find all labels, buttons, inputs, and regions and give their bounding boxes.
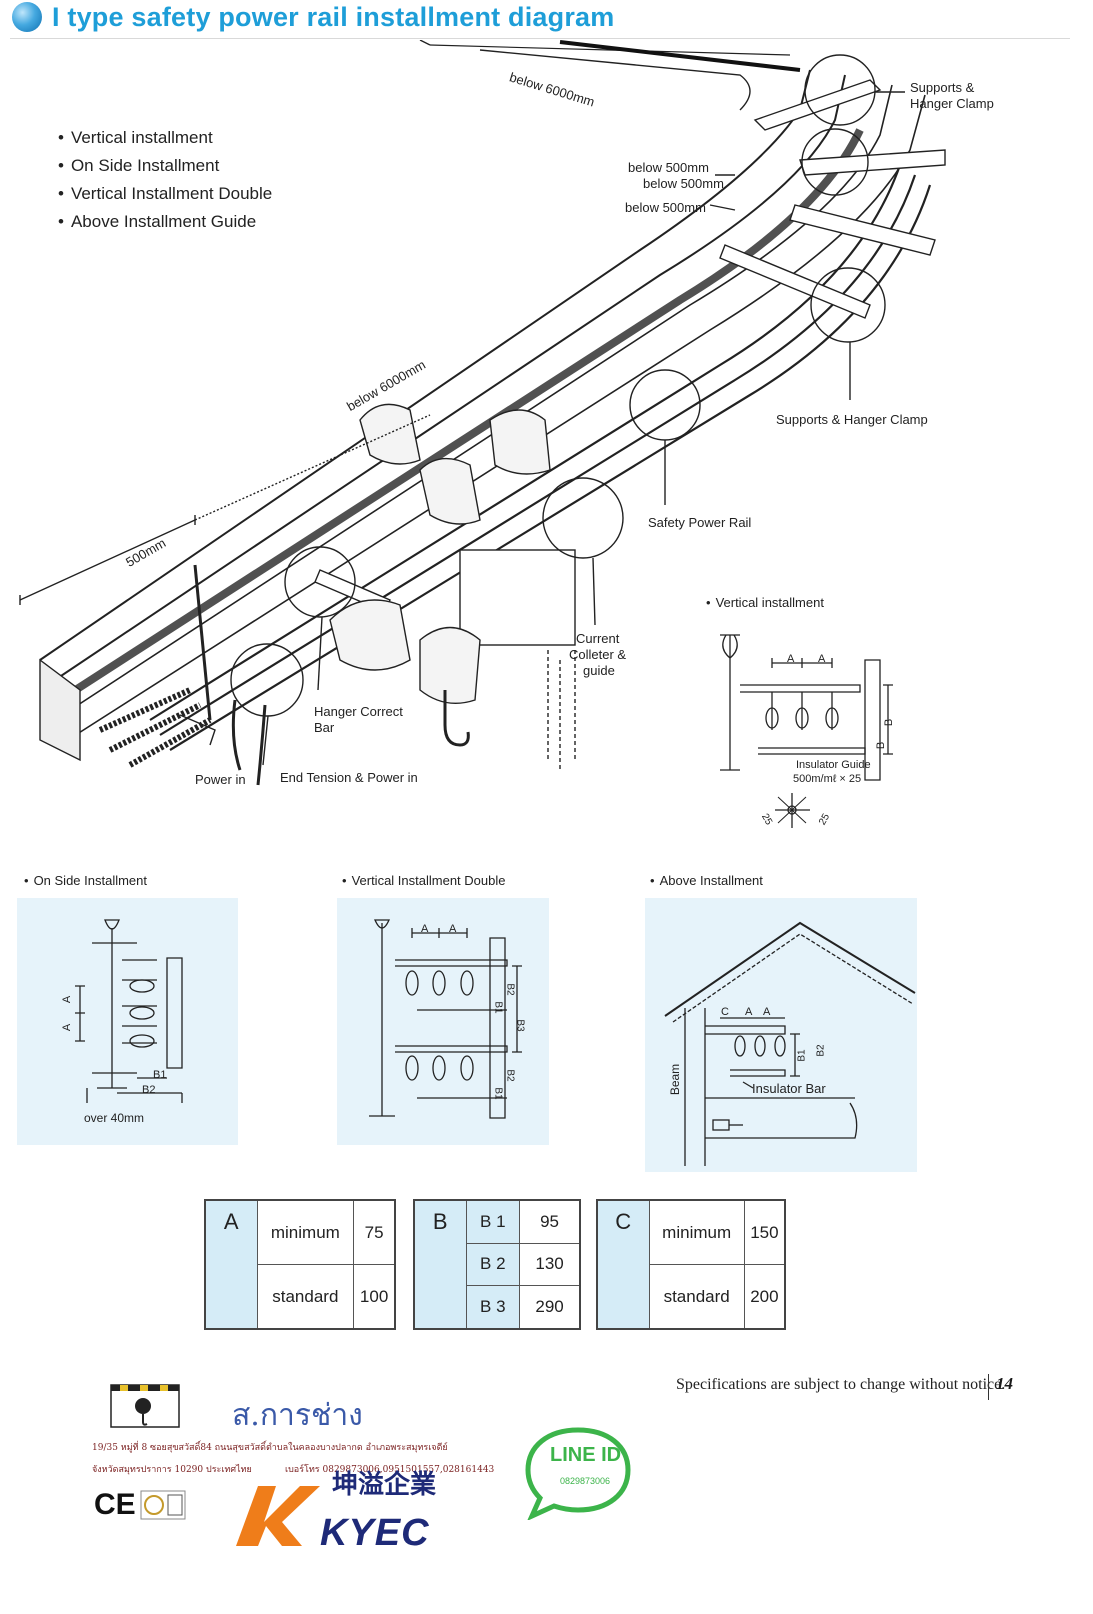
- dim-label-a: A: [787, 653, 795, 665]
- page-number: 14: [996, 1374, 1013, 1393]
- list-item: Vertical installment: [58, 124, 272, 152]
- label-supports-mid: Supports & Hanger Clamp: [776, 412, 928, 427]
- dim-label-b1: B1: [796, 1049, 808, 1062]
- certification-icon: [140, 1490, 186, 1520]
- company-logo-icon: [110, 1384, 180, 1428]
- table-key: B: [413, 1199, 467, 1330]
- dim-label-a: A: [61, 1023, 74, 1032]
- dim-label-a: A: [818, 653, 826, 665]
- table-cell: minimum: [648, 1199, 745, 1265]
- double-section-title: Vertical Installment Double: [342, 873, 506, 888]
- table-cell: B 3: [465, 1285, 521, 1330]
- title-divider: [10, 38, 1070, 39]
- above-panel: [645, 898, 917, 1172]
- line-id-bubble-icon: [525, 1427, 631, 1520]
- dim-label-a: A: [449, 923, 457, 935]
- insulator-guide-label: Insulator Guide: [796, 759, 871, 771]
- label-hanger-correct-bar: Hanger Correct: [314, 704, 403, 719]
- company-name: ส.การช่าง: [232, 1398, 363, 1433]
- beam-label: Beam: [668, 1063, 683, 1096]
- table-key: A: [204, 1199, 258, 1330]
- line-id-number: 0829873006: [560, 1476, 611, 1486]
- spec-table-a: A minimum 75 standard 100: [204, 1199, 396, 1330]
- on-side-section-title: On Side Installment: [24, 873, 147, 888]
- page-divider: [988, 1374, 989, 1400]
- kyec-chinese-name: 坤溢企業: [332, 1470, 437, 1500]
- dim-label-a: A: [763, 1006, 771, 1018]
- dim-label-b2: B2: [815, 1044, 827, 1057]
- list-item: On Side Installment: [58, 152, 272, 180]
- table-cell: B 2: [465, 1242, 521, 1287]
- dim-label-a: A: [61, 995, 74, 1004]
- kyec-brand: KYEC: [320, 1512, 430, 1554]
- table-cell: 100: [353, 1264, 396, 1330]
- list-item: Vertical Installment Double: [58, 180, 272, 208]
- label-hanger-clamp-top: Hanger Clamp: [910, 96, 994, 111]
- company-phone: เบอร์โทร 0829873006,0951501557,028161443: [285, 1465, 495, 1475]
- main-installation-diagram: [19, 40, 946, 786]
- dim-label-b1: B1: [153, 1069, 167, 1081]
- dim-label-a: A: [421, 923, 429, 935]
- label-power-in: Power in: [195, 772, 246, 787]
- dim-label-below-500: below 500mm: [625, 200, 706, 215]
- table-cell: 150: [743, 1199, 786, 1265]
- over-40mm-label: over 40mm: [84, 1111, 145, 1125]
- spec-note: Specifications are subject to change wit…: [676, 1376, 1006, 1393]
- line-id-label: LINE ID: [550, 1444, 622, 1466]
- table-cell: standard: [256, 1264, 355, 1330]
- table-cell: 290: [519, 1285, 581, 1330]
- dim-label-c: C: [721, 1006, 729, 1018]
- dim-label-b1: B1: [492, 1001, 504, 1014]
- kyec-logo-icon: [236, 1486, 320, 1546]
- dim-label-below-500: below 500mm: [643, 176, 724, 191]
- double-panel: [337, 898, 549, 1145]
- vertical-installment-drawing: [720, 634, 893, 828]
- dim-label-a: A: [745, 1006, 753, 1018]
- insulator-guide-spec: 500m/mℓ × 25: [793, 773, 862, 785]
- insulator-bar-label: Insulator Bar: [752, 1081, 826, 1096]
- ce-mark: CE: [94, 1488, 136, 1521]
- table-cell: 130: [519, 1242, 581, 1287]
- label-end-tension: End Tension & Power in: [280, 770, 418, 785]
- label-safety-power-rail: Safety Power Rail: [648, 515, 752, 530]
- on-side-panel: [17, 898, 238, 1145]
- label-supports-top: Supports &: [910, 80, 975, 95]
- table-cell: 75: [353, 1199, 396, 1265]
- table-cell: minimum: [256, 1199, 355, 1265]
- table-cell: standard: [648, 1264, 745, 1330]
- dim-label-below-500: below 500mm: [628, 160, 709, 175]
- title-bullet-icon: [12, 2, 42, 32]
- label-hanger-correct-bar: Bar: [314, 720, 335, 735]
- dim-label-b3: B3: [514, 1019, 526, 1032]
- above-section-title: Above Installment: [650, 873, 763, 888]
- company-address: 19/35 หมู่ที่ 8 ซอยสุขสวัสดิ์84 ถนนสุขสว…: [92, 1443, 448, 1453]
- dim-label-b2: B2: [142, 1084, 156, 1096]
- dim-label-b2: B: [883, 718, 896, 727]
- table-key: C: [596, 1199, 650, 1330]
- page-title: I type safety power rail installment dia…: [52, 2, 615, 32]
- company-address: จังหวัดสมุทรปราการ 10290 ประเทศไทย: [92, 1465, 252, 1475]
- label-current-collector: Current: [576, 631, 620, 646]
- table-cell: 95: [519, 1199, 581, 1244]
- dim-label-b1: B: [875, 741, 888, 750]
- installation-type-list: Vertical installment On Side Installment…: [58, 124, 272, 236]
- label-current-collector: Colleter &: [569, 647, 627, 662]
- table-cell: 200: [743, 1264, 786, 1330]
- vertical-installment-title: Vertical installment: [706, 595, 824, 610]
- spec-table-c: C minimum 150 standard 200: [596, 1199, 786, 1330]
- spec-table-b: B B 1 95 B 2 130 B 3 290: [413, 1199, 581, 1330]
- table-cell: B 1: [465, 1199, 521, 1244]
- list-item: Above Installment Guide: [58, 208, 272, 236]
- dim-label-b2: B2: [504, 983, 516, 996]
- label-current-collector: guide: [583, 663, 615, 678]
- dim-label-b1: B1: [492, 1087, 504, 1100]
- dim-label-b2: B2: [504, 1069, 516, 1082]
